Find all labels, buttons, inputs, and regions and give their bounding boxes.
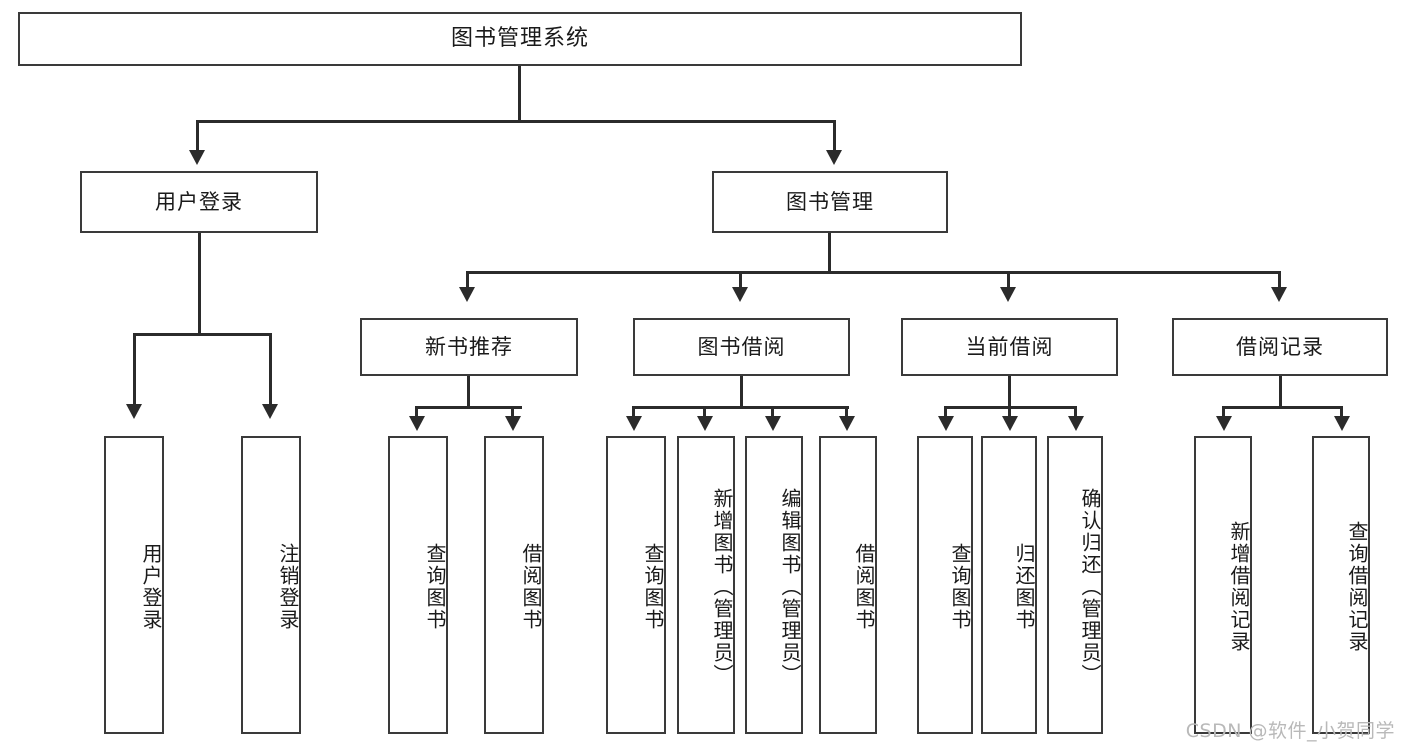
connector-newbook-drop-1 <box>511 406 514 418</box>
arrow-bookborrow-1 <box>697 416 713 431</box>
leaf-bookborrow-edit-book[interactable]: 编辑图书（管理员） <box>745 436 803 734</box>
connector-borrowrecord-drop-0 <box>1222 406 1225 418</box>
connector-bookmgmt-bus <box>466 271 1278 274</box>
arrow-bookborrow-2 <box>765 416 781 431</box>
connector-bookmgmt-drop-0 <box>466 271 469 289</box>
arrow-bookmgmt-2 <box>1000 287 1016 302</box>
node-user-login[interactable]: 用户登录 <box>80 171 318 233</box>
connector-root-drop-0 <box>196 120 199 152</box>
leaf-currentborrow-return-book[interactable]: 归还图书 <box>981 436 1037 734</box>
connector-currentborrow-drop-2 <box>1074 406 1077 418</box>
arrow-bookmgmt-1 <box>732 287 748 302</box>
leaf-borrowrecord-query-record[interactable]: 查询借阅记录 <box>1312 436 1370 734</box>
arrow-bookborrow-0 <box>626 416 642 431</box>
connector-bookmgmt-drop-3 <box>1278 271 1281 289</box>
leaf-borrowrecord-add-record[interactable]: 新增借阅记录 <box>1194 436 1252 734</box>
leaf-bookborrow-query-book[interactable]: 查询图书 <box>606 436 666 734</box>
connector-bookborrow-drop-3 <box>845 406 848 418</box>
arrow-bookmgmt-0 <box>459 287 475 302</box>
node-book-borrow[interactable]: 图书借阅 <box>633 318 850 376</box>
leaf-logout[interactable]: 注销登录 <box>241 436 301 734</box>
connector-borrowrecord-stem <box>1279 376 1282 408</box>
arrow-bookmgmt-3 <box>1271 287 1287 302</box>
node-root[interactable]: 图书管理系统 <box>18 12 1022 66</box>
connector-currentborrow-stem <box>1008 376 1011 408</box>
connector-userlogin-bus <box>133 333 271 336</box>
connector-root-drop-1 <box>833 120 836 152</box>
node-new-book-recommend[interactable]: 新书推荐 <box>360 318 578 376</box>
connector-bookmgmt-drop-2 <box>1007 271 1010 289</box>
arrow-root-1 <box>826 150 842 165</box>
connector-bookborrow-drop-0 <box>632 406 635 418</box>
arrow-userlogin-1 <box>262 404 278 419</box>
leaf-user-login[interactable]: 用户登录 <box>104 436 164 734</box>
node-current-borrow[interactable]: 当前借阅 <box>901 318 1118 376</box>
leaf-bookborrow-borrow-book[interactable]: 借阅图书 <box>819 436 877 734</box>
leaf-bookborrow-add-book[interactable]: 新增图书（管理员） <box>677 436 735 734</box>
arrow-bookborrow-3 <box>839 416 855 431</box>
connector-root-stem <box>518 66 521 122</box>
arrow-newbook-0 <box>409 416 425 431</box>
arrow-borrowrecord-0 <box>1216 416 1232 431</box>
connector-bookborrow-bus <box>632 406 849 409</box>
connector-bookborrow-stem <box>740 376 743 408</box>
connector-root-bus <box>196 120 836 123</box>
arrow-currentborrow-0 <box>938 416 954 431</box>
connector-borrowrecord-bus <box>1222 406 1342 409</box>
arrow-currentborrow-2 <box>1068 416 1084 431</box>
connector-userlogin-drop-0 <box>133 333 136 406</box>
leaf-currentborrow-query-book[interactable]: 查询图书 <box>917 436 973 734</box>
arrow-userlogin-0 <box>126 404 142 419</box>
arrow-borrowrecord-1 <box>1334 416 1350 431</box>
connector-bookborrow-drop-2 <box>771 406 774 418</box>
connector-borrowrecord-drop-1 <box>1340 406 1343 418</box>
connector-currentborrow-drop-1 <box>1008 406 1011 418</box>
connector-userlogin-drop-1 <box>269 333 272 406</box>
connector-bookborrow-drop-1 <box>703 406 706 418</box>
arrow-newbook-1 <box>505 416 521 431</box>
arrow-root-0 <box>189 150 205 165</box>
connector-currentborrow-drop-0 <box>944 406 947 418</box>
node-borrow-record[interactable]: 借阅记录 <box>1172 318 1388 376</box>
connector-newbook-stem <box>467 376 470 408</box>
leaf-currentborrow-confirm-return[interactable]: 确认归还（管理员） <box>1047 436 1103 734</box>
connector-userlogin-stem <box>198 233 201 335</box>
leaf-newbook-query-book[interactable]: 查询图书 <box>388 436 448 734</box>
node-book-management[interactable]: 图书管理 <box>712 171 948 233</box>
connector-bookmgmt-drop-1 <box>739 271 742 289</box>
arrow-currentborrow-1 <box>1002 416 1018 431</box>
connector-bookmgmt-stem <box>828 233 831 273</box>
connector-newbook-drop-0 <box>415 406 418 418</box>
leaf-newbook-borrow-book[interactable]: 借阅图书 <box>484 436 544 734</box>
connector-newbook-bus <box>415 406 522 409</box>
